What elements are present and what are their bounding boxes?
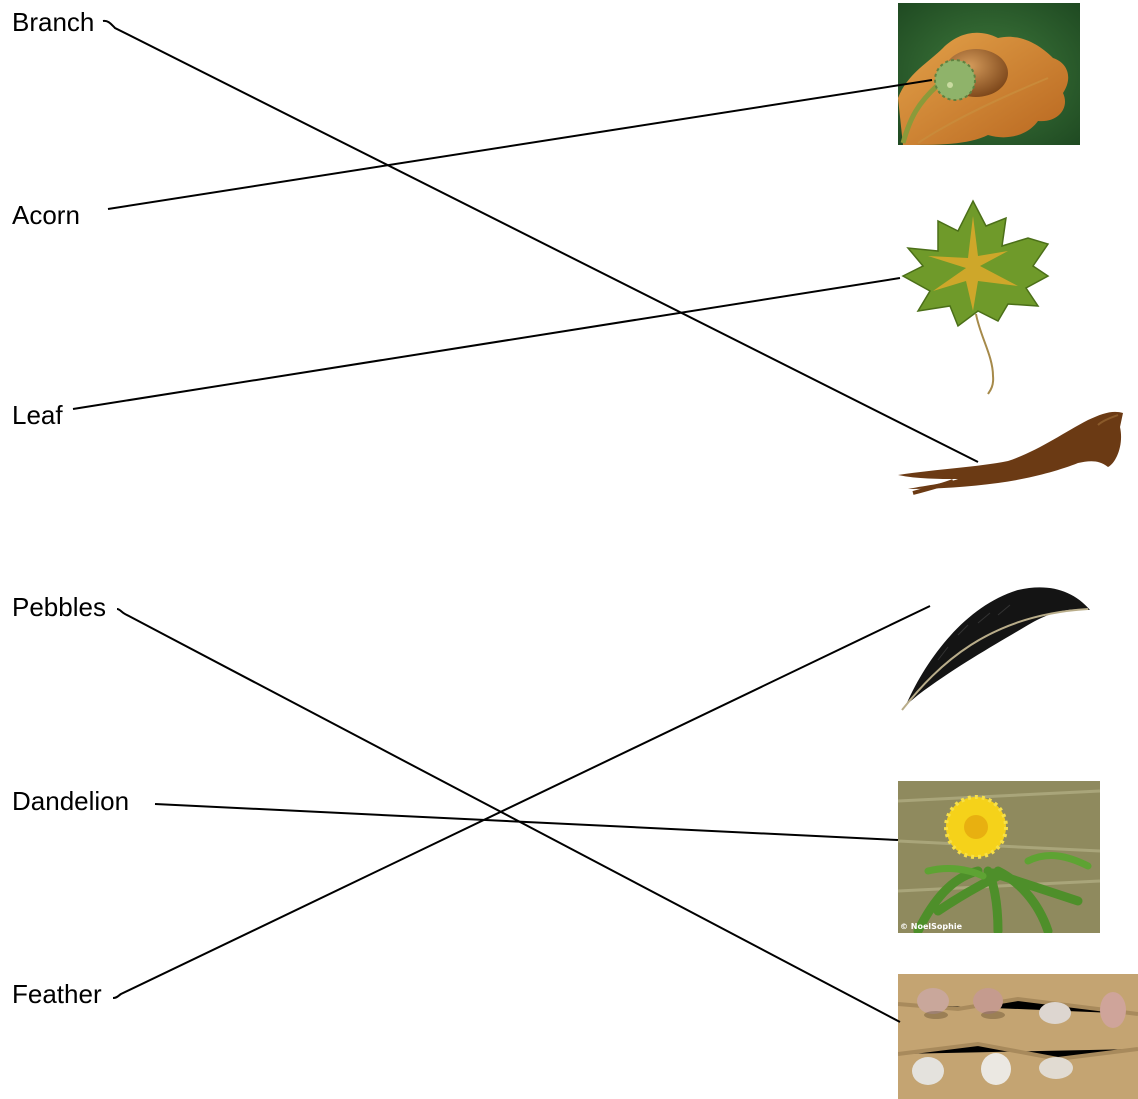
dandelion-picture[interactable]: © NoelSophie [898, 781, 1100, 933]
pebbles-photo-icon [898, 974, 1138, 1099]
word-branch[interactable]: Branch [12, 9, 94, 35]
line-branch-to-branch [103, 21, 978, 462]
acorn-photo-icon [898, 3, 1080, 145]
pebbles-picture[interactable] [898, 974, 1138, 1099]
word-leaf[interactable]: Leaf [12, 402, 63, 428]
maple-leaf-picture[interactable] [898, 196, 1053, 396]
acorn-picture[interactable] [898, 3, 1080, 145]
photo-credit: © NoelSophie [900, 922, 963, 931]
branch-picture[interactable] [898, 405, 1126, 497]
word-feather[interactable]: Feather [12, 981, 102, 1007]
line-pebbles-to-pebbles [117, 609, 900, 1022]
line-leaf-to-leaf [73, 278, 900, 409]
feather-icon [898, 585, 1093, 713]
line-feather-to-feather [113, 606, 930, 998]
dandelion-photo-icon: © NoelSophie [898, 781, 1100, 933]
word-dandelion[interactable]: Dandelion [12, 788, 129, 814]
line-dandelion-to-dandelion [155, 804, 898, 840]
word-acorn[interactable]: Acorn [12, 202, 80, 228]
word-pebbles[interactable]: Pebbles [12, 594, 106, 620]
maple-leaf-icon [898, 196, 1053, 396]
branch-icon [898, 405, 1126, 497]
feather-picture[interactable] [898, 585, 1093, 713]
line-acorn-to-acorn [108, 80, 932, 209]
